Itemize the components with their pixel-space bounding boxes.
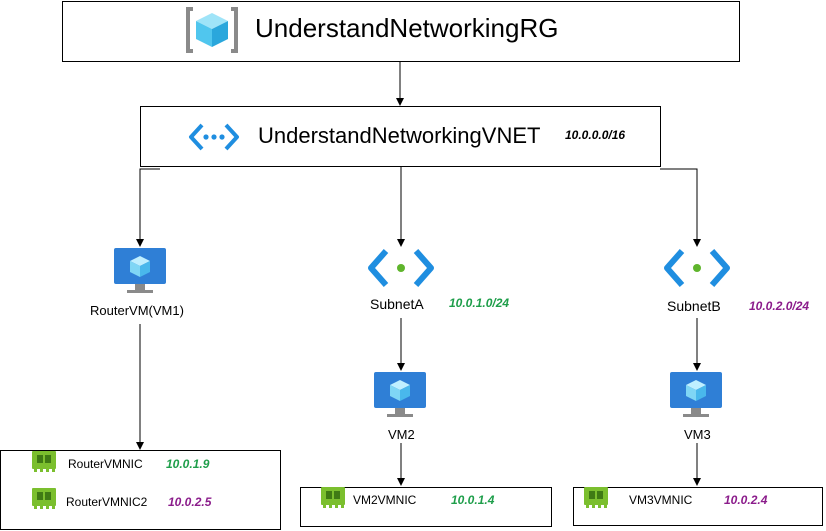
subnetb-label: SubnetB: [667, 298, 721, 314]
resource-group-cube-icon: [185, 5, 239, 55]
vnet-box[interactable]: [140, 106, 661, 167]
router-vm-label: RouterVM(VM1): [90, 303, 184, 318]
subneta-label: SubnetA: [370, 296, 424, 312]
resource-group-box[interactable]: [62, 1, 740, 62]
vm3-nic-label: VM3VMNIC: [629, 493, 693, 507]
network-interface-icon: [320, 485, 346, 509]
vm2-nic-label: VM2VMNIC: [353, 493, 417, 507]
vnet-to-router-connector: [136, 168, 160, 247]
virtual-machine-icon: [373, 371, 427, 419]
network-interface-icon: [583, 485, 609, 509]
router-nic2-label: RouterVMNIC2: [66, 495, 148, 509]
router-nic1-label: RouterVMNIC: [68, 457, 143, 471]
router-nic1-ip: 10.0.1.9: [166, 457, 210, 471]
router-nic2-ip: 10.0.2.5: [168, 495, 212, 509]
subnetb-cidr: 10.0.2.0/24: [749, 299, 810, 313]
vm3-nic-ip: 10.0.2.4: [724, 493, 768, 507]
subneta-cidr: 10.0.1.0/24: [449, 296, 510, 310]
virtual-machine-icon: [113, 247, 167, 295]
virtual-network-icon: [188, 122, 240, 152]
resource-group-title: UnderstandNetworkingRG: [255, 13, 559, 43]
vm3-nic-box[interactable]: [573, 487, 823, 526]
vm2-nic-ip: 10.0.1.4: [451, 493, 495, 507]
vnet-title: UnderstandNetworkingVNET: [258, 123, 541, 148]
subnet-icon: [366, 247, 436, 289]
subnet-icon: [662, 247, 732, 289]
vnet-to-subnetb-connector: [660, 168, 701, 247]
vm2-label: VM2: [388, 427, 415, 442]
vm3-label: VM3: [684, 427, 711, 442]
vnet-cidr: 10.0.0.0/16: [565, 128, 626, 142]
virtual-machine-icon: [669, 371, 723, 419]
network-interface-icon: [31, 486, 57, 510]
network-interface-icon: [31, 449, 57, 473]
